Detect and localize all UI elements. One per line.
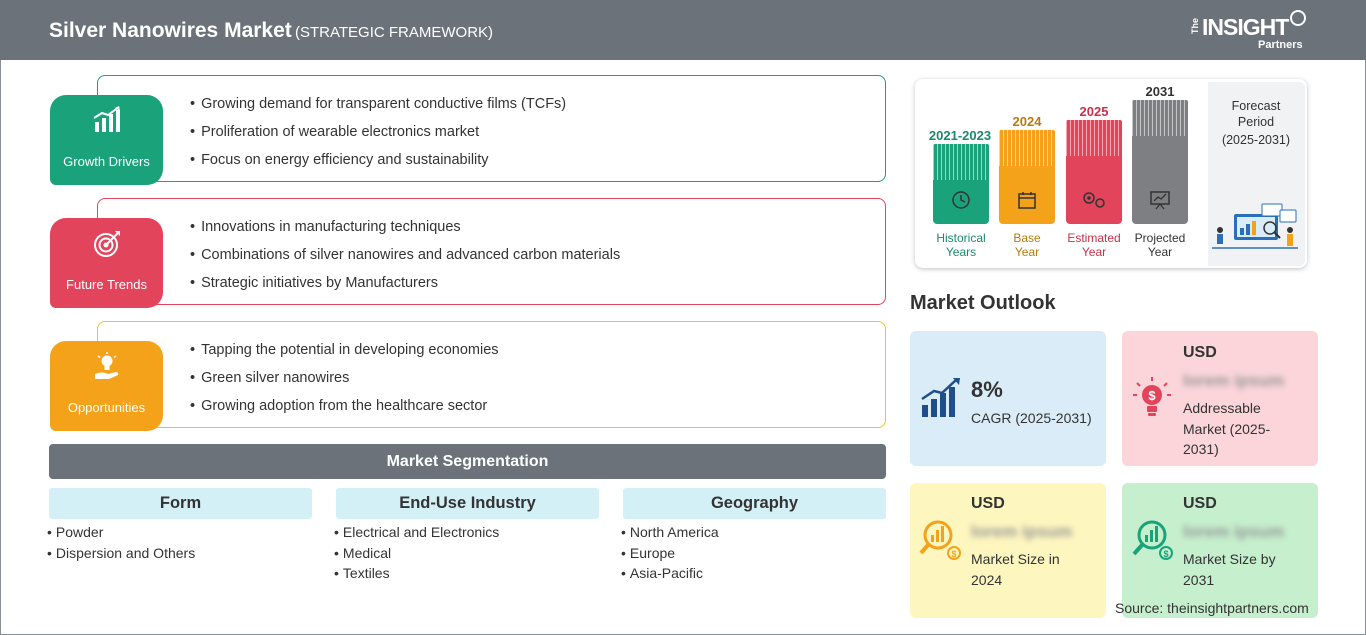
list-item: Textiles xyxy=(334,565,499,586)
logo-ring-icon xyxy=(1290,10,1306,26)
list-item: Medical xyxy=(334,545,499,566)
cagr-value: 8% xyxy=(971,377,1003,402)
addressable-currency: USD xyxy=(1183,344,1217,361)
growth-chart-icon xyxy=(920,377,962,424)
bar-chart-growth-icon xyxy=(50,106,163,136)
cagr-label: CAGR (2025-2031) xyxy=(971,410,1092,426)
insight-partners-logo: The INSIGHT Partners xyxy=(1190,8,1310,54)
market-size-2031-tile: $ USD lorem ipsum Market Size by 2031 xyxy=(1122,483,1318,618)
segment-head-end-use-industry: End-Use Industry xyxy=(336,488,599,519)
page-title: Silver Nanowires Market xyxy=(49,19,292,42)
logo-main: INSIGHT xyxy=(1202,14,1289,40)
list-item: Innovations in manufacturing techniques xyxy=(190,217,620,245)
year-base: 2024 xyxy=(1012,114,1042,129)
timeline-bar-projected xyxy=(1132,100,1188,224)
growth-drivers-label: Growth Drivers xyxy=(63,154,150,169)
timeline-bar-historical xyxy=(933,144,989,224)
market-size-2031-value-blurred: lorem ipsum xyxy=(1183,522,1285,541)
segment-head-geography: Geography xyxy=(623,488,886,519)
opportunities-box: Tapping the potential in developing econ… xyxy=(97,321,886,428)
future-trends-label: Future Trends xyxy=(66,277,147,292)
list-item: North America xyxy=(621,524,719,545)
growth-drivers-box: Growing demand for transparent conductiv… xyxy=(97,75,886,182)
segment-list-geography: North America Europe Asia-Pacific xyxy=(621,524,719,586)
opportunities-list: Tapping the potential in developing econ… xyxy=(190,340,499,424)
year-projected: 2031 xyxy=(1145,84,1175,99)
addressable-value-blurred: lorem ipsum xyxy=(1183,371,1285,390)
list-item: Proliferation of wearable electronics ma… xyxy=(190,122,566,150)
year-historical: 2021-2023 xyxy=(928,128,992,143)
year-estimated: 2025 xyxy=(1079,104,1109,119)
future-trends-badge: Future Trends xyxy=(50,218,163,308)
svg-text:$: $ xyxy=(951,549,956,559)
opportunities-badge: Opportunities xyxy=(50,341,163,431)
source-credit: Source: theinsightpartners.com xyxy=(1115,600,1309,616)
lightbulb-hand-icon xyxy=(50,352,163,382)
svg-text:$: $ xyxy=(1148,388,1156,403)
growth-drivers-list: Growing demand for transparent conductiv… xyxy=(190,94,566,178)
market-size-magnifier-icon: $ xyxy=(918,517,964,568)
list-item: Asia-Pacific xyxy=(621,565,719,586)
market-outlook-title: Market Outlook xyxy=(910,292,1056,314)
svg-text:$: $ xyxy=(1163,549,1168,559)
calendar-icon xyxy=(1016,189,1038,216)
timeline-bar-estimated xyxy=(1066,120,1122,224)
market-size-2031-label: Market Size by 2031 xyxy=(1183,551,1276,588)
segment-list-form: Powder Dispersion and Others xyxy=(47,524,195,565)
segment-head-form: Form xyxy=(49,488,312,519)
list-item: Europe xyxy=(621,545,719,566)
logo-sub: Partners xyxy=(1258,39,1303,51)
estimate-gears-icon xyxy=(1081,189,1107,216)
opportunities-label: Opportunities xyxy=(67,400,146,415)
list-item: Electrical and Electronics xyxy=(334,524,499,545)
target-icon xyxy=(50,229,163,259)
addressable-market-tile: $ USD lorem ipsum Addressable Market (20… xyxy=(1122,331,1318,466)
market-size-2031-currency: USD xyxy=(1183,495,1217,512)
list-item: Combinations of silver nanowires and adv… xyxy=(190,245,620,273)
market-forecast-magnifier-icon: $ xyxy=(1130,517,1176,568)
market-size-2024-currency: USD xyxy=(971,495,1005,512)
list-item: Dispersion and Others xyxy=(47,545,195,566)
growth-drivers-badge: Growth Drivers xyxy=(50,95,163,185)
list-item: Powder xyxy=(47,524,195,545)
list-item: Tapping the potential in developing econ… xyxy=(190,340,498,368)
future-trends-box: Innovations in manufacturing techniques … xyxy=(97,198,886,305)
list-item: Growing demand for transparent conductiv… xyxy=(190,94,566,122)
header: Silver Nanowires Market (STRATEGIC FRAME… xyxy=(0,0,1366,60)
list-item: Strategic initiatives by Manufacturers xyxy=(190,273,620,301)
market-segmentation-title: Market Segmentation xyxy=(49,444,886,479)
list-item: Focus on energy efficiency and sustainab… xyxy=(190,150,566,178)
timeline-bar-base xyxy=(999,130,1055,224)
market-size-2024-label: Market Size in 2024 xyxy=(971,551,1060,588)
segment-list-end-use-industry: Electrical and Electronics Medical Texti… xyxy=(334,524,499,586)
logo-prefix: The xyxy=(1190,18,1200,35)
dollar-bulb-icon: $ xyxy=(1130,375,1174,426)
addressable-label: Addressable Market (2025- 2031) xyxy=(1183,400,1271,457)
history-clock-icon xyxy=(950,189,972,216)
page-subtitle: (STRATEGIC FRAMEWORK) xyxy=(295,24,494,41)
market-size-2024-tile: $ USD lorem ipsum Market Size in 2024 xyxy=(910,483,1106,618)
analyst-illustration-icon xyxy=(1210,200,1300,259)
list-item: Growing adoption from the healthcare sec… xyxy=(190,396,499,424)
presentation-board-icon xyxy=(1148,189,1172,216)
market-size-2024-value-blurred: lorem ipsum xyxy=(971,522,1073,541)
future-trends-list: Innovations in manufacturing techniques … xyxy=(190,217,620,301)
cagr-tile: 8% CAGR (2025-2031) xyxy=(910,331,1106,466)
list-item: Green silver nanowires xyxy=(190,368,499,396)
forecast-period-label: Forecast Period (2025-2031) xyxy=(1221,99,1291,147)
